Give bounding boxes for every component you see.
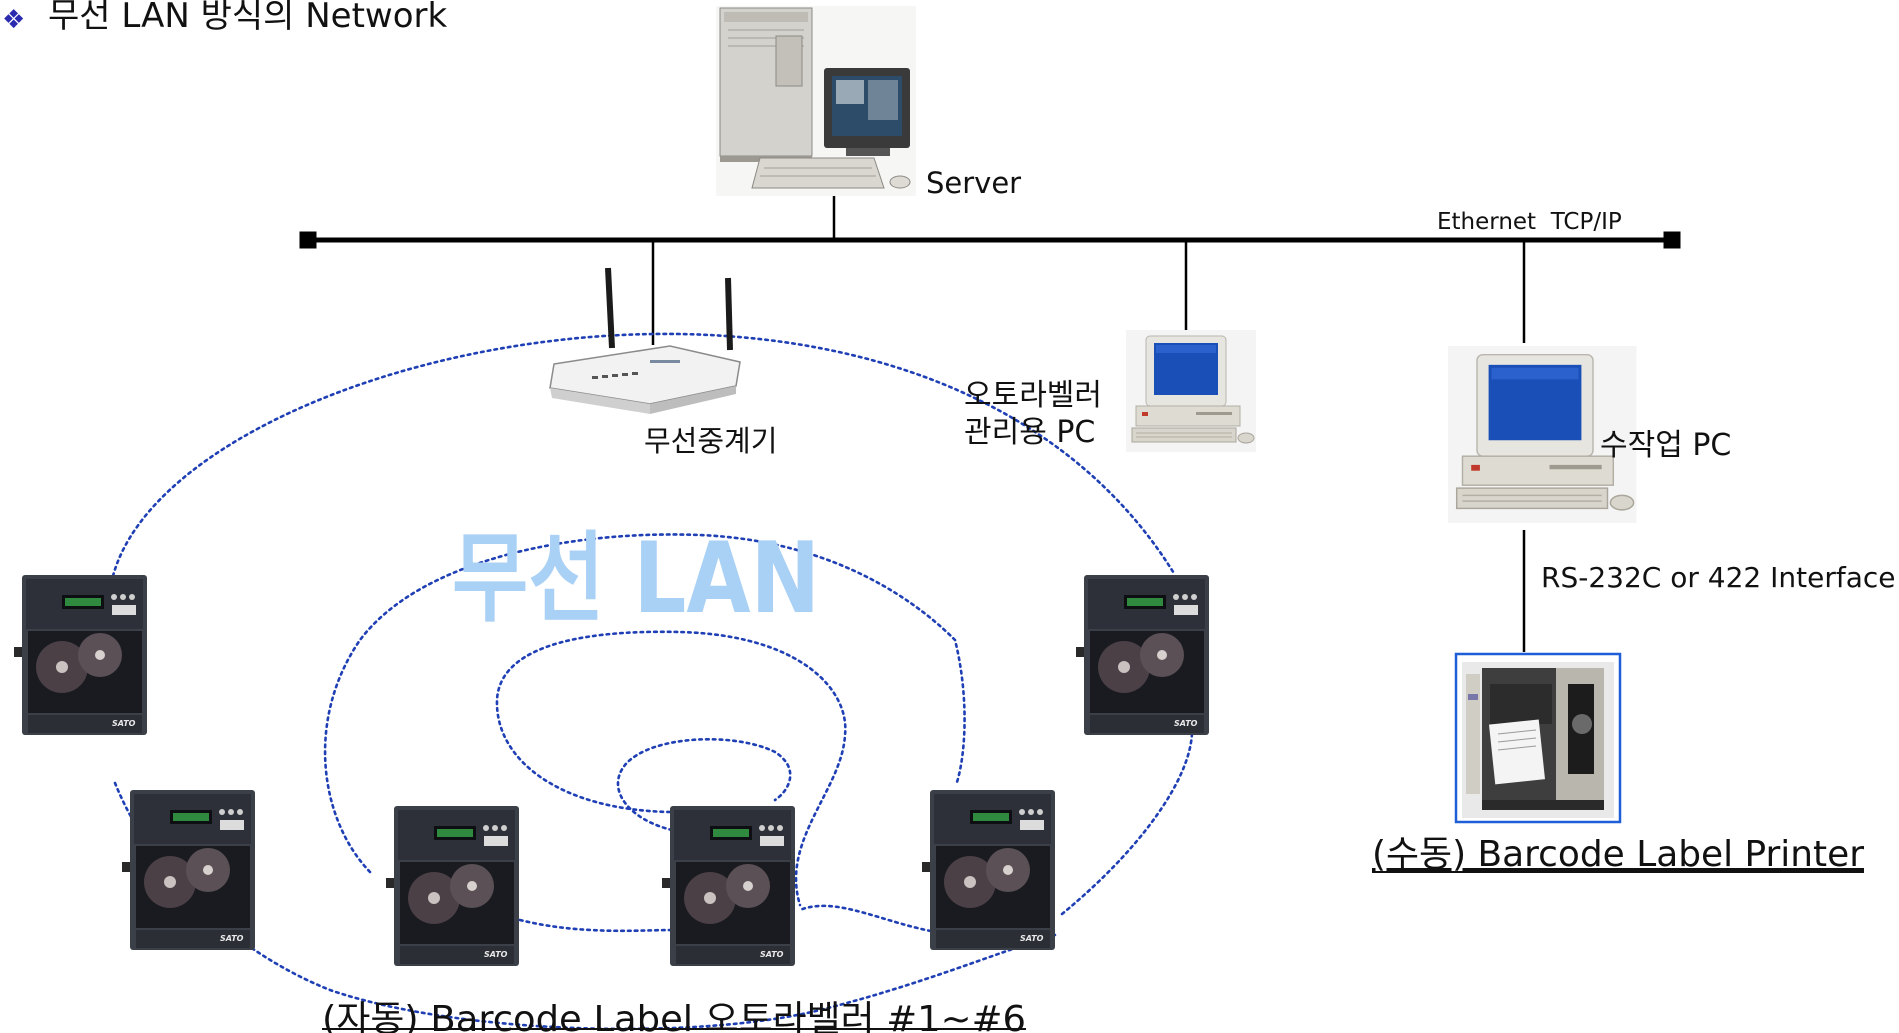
manual-pc-label: 수작업 PC	[1600, 428, 1731, 463]
auto-labeler-4	[662, 806, 795, 966]
manual-printer-label: (수동) Barcode Label Printer	[1372, 834, 1864, 875]
auto-labeler-1	[14, 575, 147, 735]
title-bullet-icon: ❖	[2, 5, 25, 35]
wireless-router-icon	[549, 267, 741, 414]
auto-labeler-3	[386, 806, 519, 966]
ethernet-backbone	[299, 196, 1681, 652]
auto-pc-label-line1: 오토라벨러	[964, 378, 1102, 413]
server-icon	[716, 6, 916, 196]
manual-barcode-printer-icon	[1454, 652, 1622, 824]
auto-labeler-2	[122, 790, 255, 950]
auto-labeler-5	[922, 790, 1055, 950]
ethernet-label: Ethernet TCP/IP	[1437, 209, 1622, 235]
interface-label: RS-232C or 422 Interface	[1541, 561, 1895, 594]
auto-labeler-pc-icon	[1125, 329, 1257, 453]
page-title: 무선 LAN 방식의 Network	[48, 0, 448, 36]
auto-pc-label-line2: 관리용 PC	[964, 415, 1095, 450]
server-label: Server	[926, 166, 1021, 200]
auto-labeler-6	[1076, 575, 1209, 735]
router-label: 무선중계기	[644, 424, 777, 458]
wireless-lan-label: 무선 LAN	[452, 522, 820, 636]
auto-labelers-label: (자동) Barcode Label 오토라벨러 #1~#6	[322, 999, 1026, 1033]
